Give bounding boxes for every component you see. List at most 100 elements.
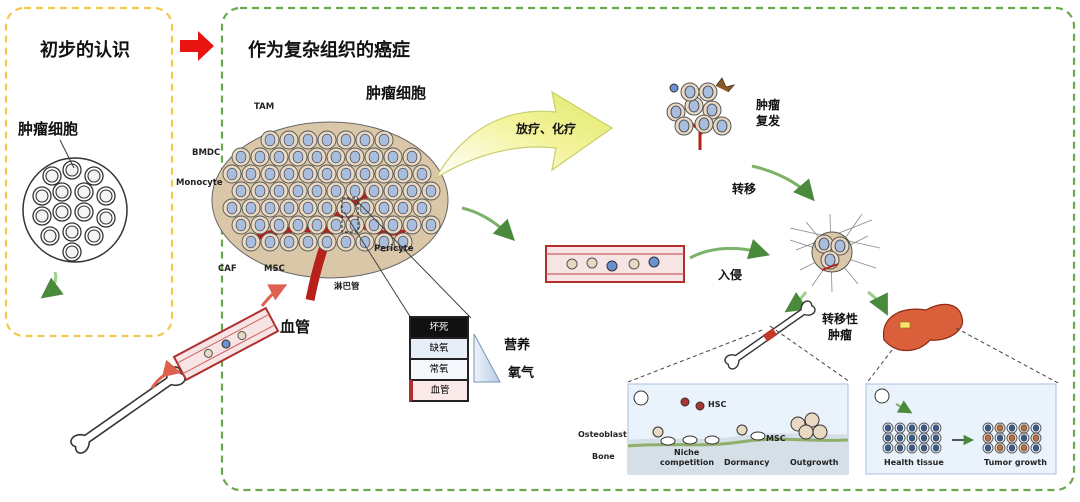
cell-nucleus	[322, 202, 332, 214]
arrow-to-vessel	[462, 208, 512, 238]
msc-niche-label: MSC	[766, 434, 786, 443]
msc-label: MSC	[264, 264, 285, 274]
cell-nucleus	[265, 236, 275, 248]
red-transition-arrow	[180, 31, 214, 61]
bmdc-label: BMDC	[192, 148, 220, 158]
arrow-to-liver	[868, 292, 886, 312]
cell-nucleus	[312, 185, 322, 197]
cell-nucleus	[921, 445, 927, 452]
cell-nucleus	[398, 202, 408, 214]
cell-nucleus	[227, 202, 237, 214]
health-tissue-label: Health tissue	[884, 458, 944, 467]
cell-nucleus	[246, 202, 256, 214]
cell-nucleus	[1021, 445, 1027, 452]
cell-nucleus	[407, 219, 417, 231]
bone-label: Bone	[592, 452, 615, 461]
metastatic-site	[790, 214, 880, 292]
cell-nucleus	[322, 236, 332, 248]
cell-nucleus	[933, 435, 939, 442]
down-arrow-left	[44, 272, 56, 296]
cell-nucleus	[1033, 445, 1039, 452]
niche-label-1: Niche	[674, 448, 699, 457]
cell-nucleus	[417, 168, 427, 180]
cell-nucleus	[255, 185, 265, 197]
cell-nucleus	[293, 219, 303, 231]
arrow-metastasis	[752, 166, 812, 198]
layer-hypoxia: 缺氧	[409, 337, 469, 360]
cell-nucleus	[274, 219, 284, 231]
layer-normoxia: 常氧	[409, 358, 469, 381]
cell-nucleus	[265, 202, 275, 214]
cell-nucleus	[909, 425, 915, 432]
gradient-stack: 坏死 缺氧 常氧 血管	[409, 318, 469, 402]
cell-nucleus	[303, 202, 313, 214]
metastatic-tumor-label-1: 转移性	[822, 310, 858, 327]
cell-nucleus	[360, 134, 370, 146]
cell-nucleus	[303, 134, 313, 146]
bone-icon-right	[723, 299, 816, 370]
hsc-label: HSC	[708, 400, 726, 409]
cell-nucleus	[236, 151, 246, 163]
cell-nucleus	[379, 202, 389, 214]
cell-nucleus	[360, 168, 370, 180]
small-vessel-left	[174, 308, 278, 380]
cell-nucleus	[388, 151, 398, 163]
caf-label: CAF	[218, 264, 237, 274]
cell-nucleus	[255, 219, 265, 231]
cell-nucleus	[1009, 425, 1015, 432]
cell-nucleus	[322, 168, 332, 180]
cell-nucleus	[426, 185, 436, 197]
cell-nucleus	[284, 168, 294, 180]
cell-nucleus	[1009, 435, 1015, 442]
cell-nucleus	[303, 236, 313, 248]
cell-nucleus	[331, 151, 341, 163]
pericyte-label: Pericyte	[374, 244, 414, 254]
cell-nucleus	[236, 185, 246, 197]
tam-label: TAM	[254, 102, 274, 112]
cell-nucleus	[897, 445, 903, 452]
tumor-mass	[212, 122, 448, 300]
blood-vessel-label: 血管	[280, 316, 310, 337]
cell-nucleus	[1021, 425, 1027, 432]
cell-nucleus	[331, 219, 341, 231]
cell-nucleus	[341, 236, 351, 248]
cell-nucleus	[885, 435, 891, 442]
mid-vessel	[546, 246, 684, 282]
cell-nucleus	[322, 134, 332, 146]
cell-nucleus	[369, 185, 379, 197]
cell-nucleus	[350, 151, 360, 163]
cell-nucleus	[997, 425, 1003, 432]
vessel-to-tumor-arrow	[262, 286, 284, 306]
recurrence-label-2: 复发	[756, 112, 780, 129]
cell-nucleus	[1009, 445, 1015, 452]
cell-nucleus	[407, 151, 417, 163]
zoom-line	[866, 350, 892, 384]
cell-nucleus	[312, 219, 322, 231]
cell-nucleus	[284, 202, 294, 214]
cell-nucleus	[1021, 435, 1027, 442]
invasion-label: 入侵	[718, 266, 742, 283]
cell-nucleus	[997, 435, 1003, 442]
cell-nucleus	[341, 134, 351, 146]
cell-nucleus	[350, 185, 360, 197]
cell-nucleus	[933, 425, 939, 432]
monocyte-label: Monocyte	[176, 178, 223, 188]
cell-nucleus	[997, 445, 1003, 452]
cell-nucleus	[274, 151, 284, 163]
cell-nucleus	[293, 185, 303, 197]
dormancy-label: Dormancy	[724, 458, 769, 467]
bone-icon	[69, 365, 187, 455]
cell-nucleus	[426, 219, 436, 231]
cell-nucleus	[407, 185, 417, 197]
cell-nucleus	[341, 168, 351, 180]
cell-nucleus	[909, 445, 915, 452]
therapy-label: 放疗、化疗	[516, 120, 576, 137]
cell-nucleus	[255, 151, 265, 163]
metastasis-label: 转移	[732, 180, 756, 197]
cell-nucleus	[227, 168, 237, 180]
cell-nucleus	[909, 435, 915, 442]
cell-nucleus	[388, 185, 398, 197]
left-cell-label: 肿瘤细胞	[18, 118, 78, 139]
